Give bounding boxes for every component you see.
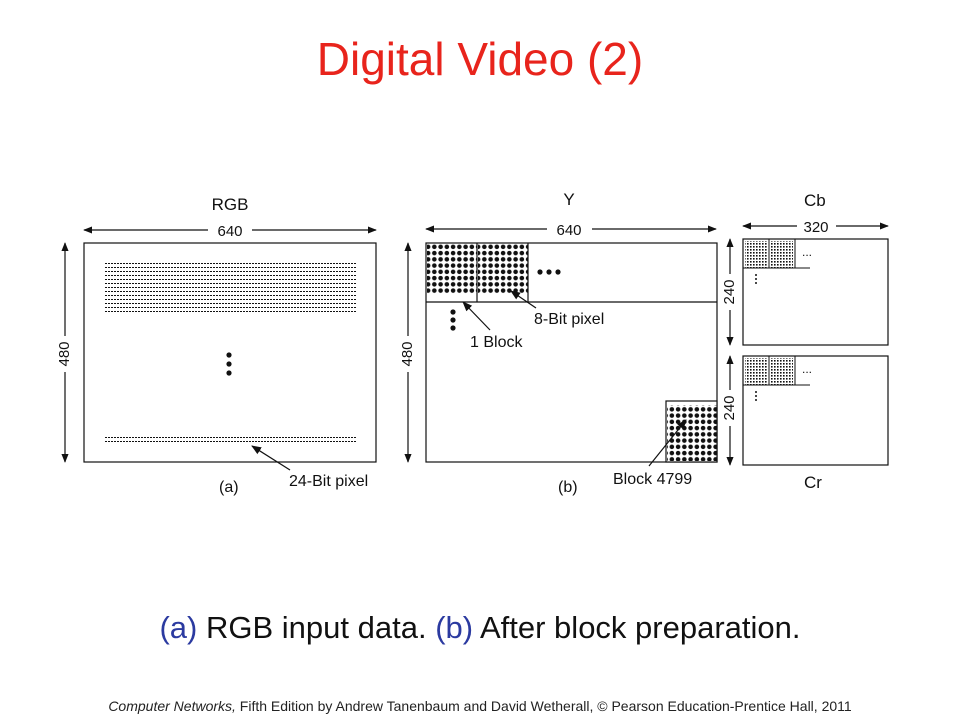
panel-c-cb-title: Cb: [804, 191, 826, 210]
panel-a-vertical-ellipsis: [226, 352, 232, 376]
panel-c-cb-height-label: 240: [721, 279, 738, 304]
panel-c-cb-block-1: [745, 241, 767, 268]
panel-b-block-2: [478, 244, 528, 294]
panel-a-width-label: 640: [217, 223, 242, 240]
panel-b-last-block-callout: Block 4799: [613, 471, 692, 488]
panel-a-height-label: 480: [56, 341, 73, 366]
caption-tag-b: (b): [435, 610, 474, 645]
panel-a-pixel-pointer: [251, 445, 291, 471]
panel-c-cb-horizontal-ellipsis: ...: [802, 245, 812, 259]
panel-c-chroma: Cb 320 240 ... 240 ...: [721, 191, 889, 492]
panel-c-cr-block-2: [771, 358, 793, 385]
panel-a-title: RGB: [212, 195, 249, 214]
panel-b-title: Y: [563, 190, 574, 209]
panel-c-cb-vertical-ellipsis: [755, 274, 757, 284]
panel-c-cr-block-1: [745, 358, 767, 385]
panel-a-pixel-callout: 24-Bit pixel: [289, 473, 368, 490]
panel-b-pixel-pointer: [510, 290, 537, 309]
panel-c-cr-horizontal-ellipsis: ...: [802, 362, 812, 376]
panel-b-last-block-pointer: [648, 419, 687, 467]
panel-c-cr-frame: [742, 355, 889, 466]
caption-text-b: After block preparation.: [473, 610, 801, 645]
slide-title: Digital Video (2): [316, 33, 644, 85]
panel-a-sublabel: (a): [219, 479, 239, 496]
panel-c-cb-frame: [742, 238, 889, 346]
panel-c-cb-block-2: [771, 241, 793, 268]
panel-a-rgb: RGB 640 480: [56, 195, 377, 496]
slide-footer: Computer Networks, Fifth Edition by Andr…: [0, 697, 960, 715]
panel-b-vertical-ellipsis: [450, 309, 456, 331]
panel-b-block-callout: 1 Block: [470, 334, 523, 351]
panel-c-cr-title: Cr: [804, 473, 822, 492]
footer-credits: Fifth Edition by Andrew Tanenbaum and Da…: [235, 698, 852, 714]
panel-b-sublabel: (b): [558, 479, 578, 496]
panel-a-pixel-rows-top: [104, 263, 356, 312]
panel-b-block-pointer: [462, 301, 491, 331]
figure-caption: (a) RGB input data. (b) After block prep…: [0, 608, 960, 648]
panel-b-y: Y 640 480 8-Bit pixel 1 Block: [399, 190, 718, 496]
panel-c-cr-height-label: 240: [721, 395, 738, 420]
panel-c-width-label: 320: [803, 219, 828, 236]
panel-b-horizontal-ellipsis: [537, 269, 561, 275]
panel-b-width-label: 640: [556, 222, 581, 239]
panel-b-block-4799-pixels: [667, 405, 717, 461]
footer-book-title: Computer Networks,: [108, 698, 236, 714]
panel-b-height-label: 480: [399, 341, 416, 366]
caption-text-a: RGB input data.: [197, 610, 436, 645]
panel-a-pixel-rows-bottom: [104, 437, 356, 442]
panel-b-pixel-callout: 8-Bit pixel: [534, 311, 604, 328]
caption-tag-a: (a): [159, 610, 198, 645]
panel-c-cr-vertical-ellipsis: [755, 391, 757, 401]
panel-b-block-1: [427, 244, 477, 294]
